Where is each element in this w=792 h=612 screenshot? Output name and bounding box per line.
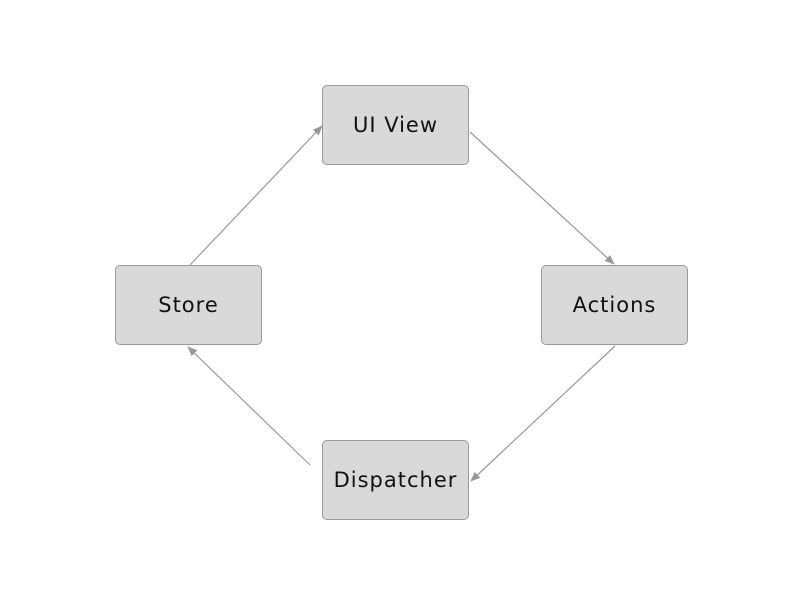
node-label-dispatcher: Dispatcher — [333, 468, 458, 492]
edge-dispatcher-to-store — [187, 346, 311, 466]
node-ui-view: UI View — [322, 85, 469, 165]
edge-ui-view-to-actions — [469, 131, 615, 265]
node-label-ui-view: UI View — [352, 113, 439, 137]
node-label-store: Store — [158, 293, 219, 317]
node-actions: Actions — [541, 265, 688, 345]
edge-actions-to-dispatcher — [470, 345, 616, 482]
node-dispatcher: Dispatcher — [322, 440, 469, 520]
edge-store-to-ui-view — [189, 125, 323, 266]
node-label-actions: Actions — [572, 293, 657, 317]
node-store: Store — [115, 265, 262, 345]
